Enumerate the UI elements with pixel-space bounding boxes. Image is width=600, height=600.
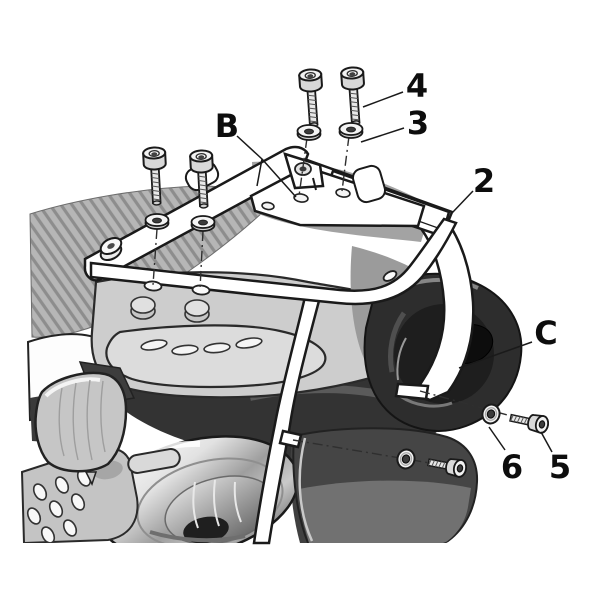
rack-pad-right <box>351 164 387 204</box>
washer-part-3-left2 <box>190 215 216 232</box>
leader-lines <box>236 91 553 453</box>
rack-rail-holes <box>143 270 398 296</box>
bolt-part-4-right2 <box>339 65 368 127</box>
callout-label-C: C <box>534 314 557 352</box>
rack-middle-arm <box>252 295 322 545</box>
washer-part-3-left <box>144 213 170 230</box>
adapter-plate-holes <box>261 188 351 211</box>
screw-part-5-upper <box>507 408 551 435</box>
grab-rail <box>105 324 327 389</box>
callout-label-6: 6 <box>501 448 523 486</box>
callout-label-3: 3 <box>407 104 429 142</box>
rear-fender <box>292 427 479 543</box>
washer-part-3-right <box>296 124 322 141</box>
turn-signal <box>34 361 136 486</box>
top-case-rack <box>83 145 475 545</box>
mount-bosses <box>130 296 210 323</box>
rack-left-corner-cap <box>99 236 123 262</box>
heat-shield <box>20 446 139 543</box>
callout-label-2: 2 <box>473 162 495 200</box>
callout-label-4: 4 <box>406 67 428 105</box>
callout-label-5: 5 <box>549 448 571 486</box>
bolt-part-4-right <box>297 67 326 129</box>
assembly-axis-lines <box>152 135 523 466</box>
washer-part-3-right2 <box>338 122 364 139</box>
callout-label-B: B <box>215 107 239 145</box>
rack-bracket-B <box>283 152 325 191</box>
rack-near-rail <box>89 217 458 306</box>
rack-middle-arm-foot <box>278 429 303 449</box>
rack-right-arm-foot <box>394 382 430 401</box>
grab-rail-lower-end <box>127 448 181 474</box>
